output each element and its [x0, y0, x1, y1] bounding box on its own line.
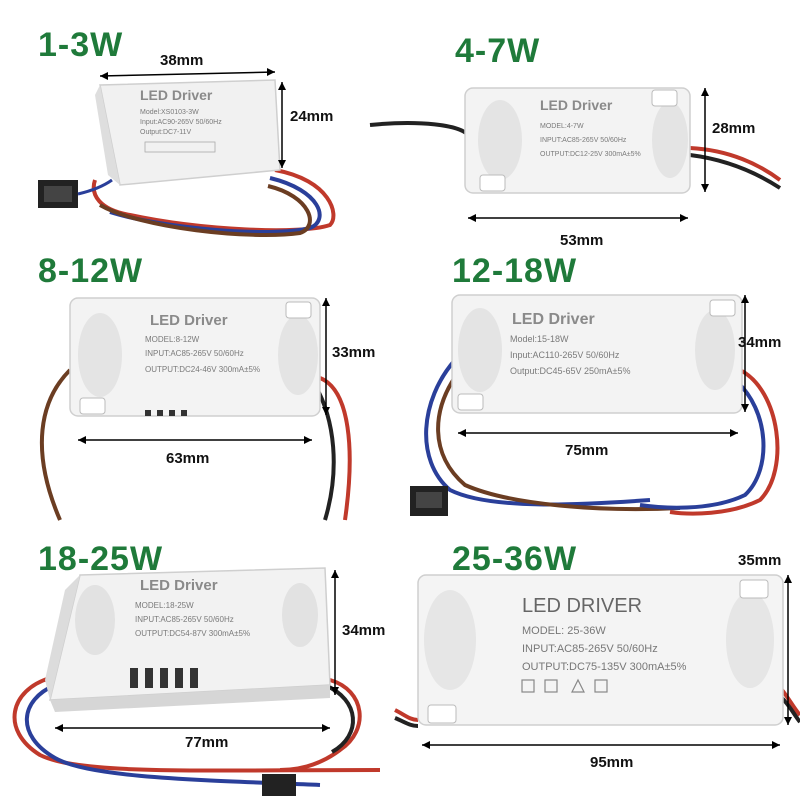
brand-label: LED Driver — [150, 312, 228, 329]
width-label: 53mm — [560, 232, 604, 249]
width-label: 95mm — [590, 754, 634, 771]
height-label: 24mm — [290, 108, 334, 125]
product-18-25w: 18-25W LED Driver MODEL:18-25W INPUT:AC8… — [0, 530, 400, 800]
model-label: MODEL: 25-36W — [522, 625, 606, 637]
product-12-18w: 12-18W LED Driver Model:15-18W Input:AC1… — [400, 250, 800, 530]
input-label: INPUT:AC85-265V 50/60Hz — [135, 615, 234, 624]
output-label: OUTPUT:DC12-25V 300mA±5% — [540, 151, 641, 158]
product-4-7w: 4-7W LED Driver MODEL:4-7W INPUT:AC85-26… — [369, 0, 800, 249]
driver-image: LED Driver MODEL:4-7W INPUT:AC85-265V 50… — [369, 87, 782, 222]
brand-label: LED Driver — [140, 577, 218, 594]
output-label: Output:DC7-11V — [140, 129, 192, 136]
input-label: Input:AC110-265V 50/60Hz — [510, 350, 620, 360]
height-label: 35mm — [738, 552, 782, 569]
output-label: OUTPUT:DC75-135V 300mA±5% — [522, 661, 687, 673]
brand-label: LED Driver — [140, 87, 213, 103]
driver-image: LED DRIVER MODEL: 25-36W INPUT:AC85-265V… — [394, 574, 800, 749]
model-label: MODEL:18-25W — [135, 601, 194, 610]
watt-title: 25-36W — [452, 540, 578, 578]
width-label: 77mm — [185, 734, 229, 751]
height-label: 33mm — [332, 344, 376, 361]
driver-image: LED Driver MODEL:8-12W INPUT:AC85-265V 5… — [39, 297, 352, 521]
height-label: 28mm — [712, 120, 756, 137]
watt-title: 8-12W — [38, 252, 144, 290]
brand-label: LED Driver — [512, 311, 595, 328]
product-25-36w: 25-36W LED DRIVER MODEL: 25-36W INPUT:AC… — [394, 530, 800, 800]
brand-label: LED Driver — [540, 97, 613, 113]
model-label: MODEL:4-7W — [540, 123, 584, 130]
watt-title: 18-25W — [38, 540, 164, 578]
model-label: MODEL:8-12W — [145, 335, 200, 344]
driver-image: LED Driver Model:XS0103-3W Input:AC90-26… — [38, 68, 336, 237]
input-label: INPUT:AC85-265V 50/60Hz — [522, 643, 658, 655]
input-label: INPUT:AC85-265V 50/60Hz — [540, 137, 627, 144]
driver-image: LED Driver Model:15-18W Input:AC110-265V… — [410, 294, 780, 516]
input-label: INPUT:AC85-265V 50/60Hz — [145, 349, 244, 358]
model-label: Model:15-18W — [510, 334, 569, 344]
output-label: OUTPUT:DC54-87V 300mA±5% — [135, 629, 250, 638]
input-label: Input:AC90-265V 50/60Hz — [140, 119, 222, 126]
height-label: 34mm — [342, 622, 386, 639]
model-label: Model:XS0103-3W — [140, 109, 199, 116]
brand-label: LED DRIVER — [522, 595, 642, 617]
height-label: 34mm — [738, 334, 782, 351]
product-1-3w: 1-3W LED Driver Model:XS0103-3W Input:AC… — [0, 0, 400, 240]
watt-title: 4-7W — [455, 32, 541, 70]
width-label: 75mm — [565, 442, 609, 459]
watt-title: 12-18W — [452, 252, 578, 290]
output-label: OUTPUT:DC24-46V 300mA±5% — [145, 365, 260, 374]
watt-title: 1-3W — [38, 26, 124, 64]
product-8-12w: 8-12W LED Driver MODEL:8-12W INPUT:AC85-… — [0, 250, 400, 521]
width-label: 38mm — [160, 52, 204, 69]
driver-image: LED Driver MODEL:18-25W INPUT:AC85-265V … — [12, 567, 381, 796]
output-label: Output:DC45-65V 250mA±5% — [510, 366, 631, 376]
width-label: 63mm — [166, 450, 210, 467]
